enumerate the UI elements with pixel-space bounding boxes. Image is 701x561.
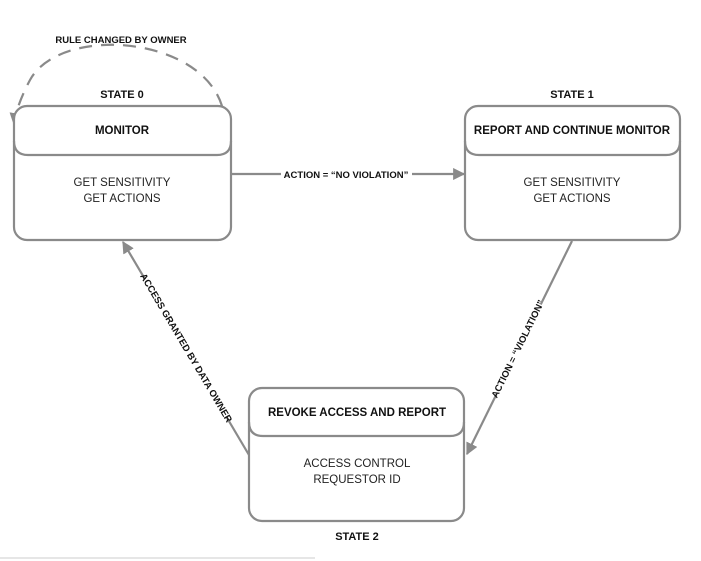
state-0-body-line-2: GET ACTIONS bbox=[83, 193, 160, 205]
state-2-box bbox=[247, 386, 466, 523]
state-2: REVOKE ACCESS AND REPORT ACCESS CONTROL … bbox=[247, 386, 466, 543]
transition-label-access-granted: ACCESS GRANTED BY DATA OWNER bbox=[137, 272, 234, 425]
transition-no-violation: ACTION = “NO VIOLATION” bbox=[231, 167, 466, 181]
state-0-box bbox=[12, 104, 233, 242]
state-2-title: REVOKE ACCESS AND REPORT bbox=[268, 407, 446, 419]
state-2-header-divider bbox=[247, 421, 466, 438]
state-1-body-line-2: GET ACTIONS bbox=[533, 193, 610, 205]
self-loop-dashed-arrow bbox=[9, 43, 224, 126]
state-0-label: STATE 0 bbox=[100, 89, 144, 101]
label-background bbox=[488, 300, 545, 397]
transition-label-violation: ACTION = “VIOLATION” bbox=[490, 298, 548, 400]
state-1-header-divider bbox=[463, 140, 682, 157]
state-1-label: STATE 1 bbox=[550, 89, 594, 101]
transition-label-rule-changed: RULE CHANGED BY OWNER bbox=[55, 35, 186, 46]
transition-violation: ACTION = “VIOLATION” bbox=[466, 240, 573, 456]
label-background bbox=[140, 275, 234, 420]
transition-access-granted: ACCESS GRANTED BY DATA OWNER bbox=[122, 240, 250, 456]
state-2-body-line-1: ACCESS CONTROL bbox=[304, 458, 411, 470]
state-1: STATE 1 REPORT AND CONTINUE MONITOR GET … bbox=[463, 89, 682, 242]
state-0: STATE 0 MONITOR GET SENSITIVITY GET ACTI… bbox=[12, 89, 233, 242]
state-1-body-line-1: GET SENSITIVITY bbox=[524, 177, 621, 189]
state-1-title: REPORT AND CONTINUE MONITOR bbox=[474, 125, 671, 137]
state-0-title: MONITOR bbox=[95, 125, 150, 137]
state-2-label: STATE 2 bbox=[335, 531, 379, 543]
state-0-body-line-1: GET SENSITIVITY bbox=[74, 177, 171, 189]
state-2-body-line-2: REQUESTOR ID bbox=[313, 474, 400, 486]
transition-label-no-violation: ACTION = “NO VIOLATION” bbox=[284, 170, 409, 181]
state-0-header-divider bbox=[12, 140, 233, 157]
state-1-box bbox=[463, 104, 682, 242]
label-background bbox=[281, 167, 412, 181]
transition-rule-changed: RULE CHANGED BY OWNER bbox=[9, 35, 224, 126]
